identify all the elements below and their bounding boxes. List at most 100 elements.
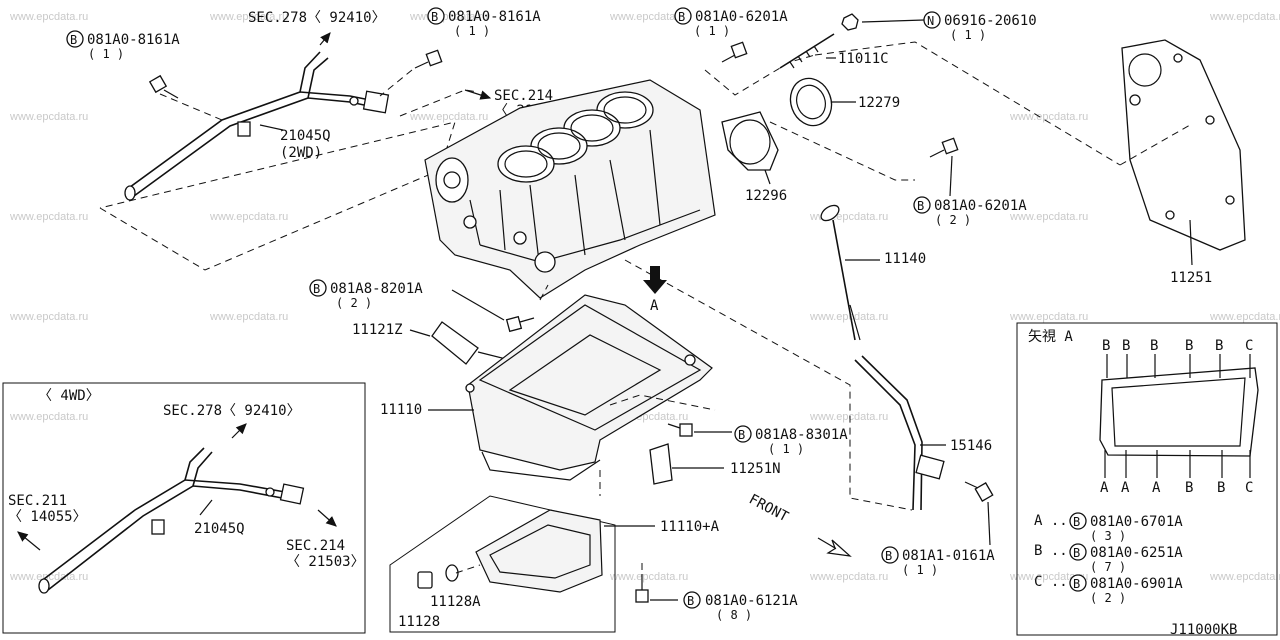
water-pipe-2wd[interactable] — [124, 51, 390, 201]
stud-11011c[interactable] — [779, 33, 835, 69]
svg-text:B: B — [1073, 577, 1080, 591]
svg-text:www.epcdata.ru: www.epcdata.ru — [1209, 11, 1280, 23]
svg-text:081A8-8301A: 081A8-8301A — [755, 427, 848, 443]
oil-pan-upper-11110[interactable] — [465, 294, 713, 481]
part-11251n-label: 11251N — [730, 461, 781, 477]
svg-text:www.epcdata.ru: www.epcdata.ru — [9, 11, 88, 23]
oil-strainer-11121z[interactable] — [431, 321, 511, 365]
svg-text:06916-20610: 06916-20610 — [944, 13, 1037, 29]
svg-text:081A1-0161A: 081A1-0161A — [902, 548, 995, 564]
svg-text:www.epcdata.ru: www.epcdata.ru — [809, 311, 888, 323]
svg-text:( 3 ): ( 3 ) — [1090, 529, 1126, 543]
svg-text:081A0-8161A: 081A0-8161A — [87, 32, 180, 48]
svg-text:081A0-6901A: 081A0-6901A — [1090, 576, 1183, 592]
bolt-icon — [929, 137, 959, 158]
legend-row: A ... B 081A0-6701A ( 3 ) — [1034, 512, 1183, 543]
bolt-icon — [505, 315, 535, 333]
svg-text:www.epcdata.ru: www.epcdata.ru — [209, 211, 288, 223]
part-21045q-note: (2WD) — [280, 145, 322, 161]
svg-text:B: B — [431, 10, 438, 24]
svg-text:B: B — [885, 549, 892, 563]
view-a-marker: B — [1185, 338, 1193, 354]
view-a-marker: B — [1122, 338, 1130, 354]
svg-text:www.epcdata.ru: www.epcdata.ru — [9, 311, 88, 323]
svg-text:www.epcdata.ru: www.epcdata.ru — [609, 571, 688, 583]
legend-row: B ... B 081A0-6251A ( 7 ) — [1034, 543, 1183, 574]
sec278-label: SEC.278〈 92410〉 — [248, 10, 386, 26]
part-11128a-label: 11128A — [430, 594, 481, 610]
svg-text:( 2 ): ( 2 ) — [336, 296, 372, 310]
svg-text:081A0-6201A: 081A0-6201A — [695, 9, 788, 25]
svg-text:www.epcdata.ru: www.epcdata.ru — [1009, 211, 1088, 223]
svg-text:( 1 ): ( 1 ) — [950, 28, 986, 42]
view-a-marker: A — [1100, 480, 1109, 496]
svg-text:C ...: C ... — [1034, 574, 1076, 590]
svg-text:B: B — [70, 33, 77, 47]
part-11011c-label: 11011C — [838, 51, 889, 67]
sec214-label: SEC.214 — [494, 88, 553, 104]
bolt-callout-6201-right: B 081A0-6201A ( 2 ) — [913, 196, 1027, 227]
view-a-marker: A — [1121, 480, 1130, 496]
part-11121z-label: 11121Z — [352, 322, 403, 338]
legend-row: C ... B 081A0-6901A ( 2 ) — [1034, 574, 1183, 605]
part-11110-label: 11110 — [380, 402, 422, 418]
part-11128-label: 11128 — [398, 614, 440, 630]
inset-sec211-code: 〈 14055〉 — [8, 509, 87, 525]
rear-plate-11251[interactable] — [1121, 39, 1246, 251]
cover-11251n[interactable] — [649, 443, 673, 485]
oil-pan-lower-11110a[interactable] — [475, 509, 603, 593]
svg-text:( 1 ): ( 1 ) — [88, 47, 124, 61]
inset-sec214-label: SEC.214 — [286, 538, 345, 554]
bolt-icon — [414, 49, 443, 69]
svg-text:www.epcdata.ru: www.epcdata.ru — [9, 411, 88, 423]
bolt-callout-6121: B 081A0-6121A ( 8 ) — [683, 591, 798, 622]
svg-text:B: B — [738, 428, 745, 442]
bolt-callout-mid: B 081A0-8161A ( 1 ) — [427, 7, 541, 38]
diagram-id: J11000KB — [1170, 622, 1237, 638]
svg-text:( 1 ): ( 1 ) — [768, 442, 804, 456]
seal-retainer-12296[interactable] — [721, 111, 779, 171]
svg-text:www.epcdata.ru: www.epcdata.ru — [809, 571, 888, 583]
svg-text:B: B — [1073, 515, 1080, 529]
view-a-marker: A — [1152, 480, 1161, 496]
bolt-callout-8201: B 081A8-8201A ( 2 ) — [309, 279, 423, 310]
svg-text:www.epcdata.ru: www.epcdata.ru — [1209, 311, 1280, 323]
inset-sec214-code: 〈 21503〉 — [286, 554, 365, 570]
water-pipe-4wd[interactable] — [38, 447, 305, 594]
svg-text:081A0-6251A: 081A0-6251A — [1090, 545, 1183, 561]
svg-text:081A0-6201A: 081A0-6201A — [934, 198, 1027, 214]
part-15146-label: 15146 — [950, 438, 992, 454]
lower-pan-frame — [389, 495, 616, 633]
bolt-icon — [721, 41, 748, 63]
svg-text:( 1 ): ( 1 ) — [902, 563, 938, 577]
oil-seal-12279[interactable] — [784, 73, 838, 132]
view-arrow-a: A — [643, 266, 667, 314]
view-a-title: 矢視 A — [1028, 329, 1073, 345]
svg-text:www.epcdata.ru: www.epcdata.ru — [609, 11, 688, 23]
svg-text:www.epcdata.ru: www.epcdata.ru — [1009, 571, 1088, 583]
view-a-panel — [1016, 322, 1278, 636]
bolt-icon — [635, 574, 649, 603]
svg-text:( 8 ): ( 8 ) — [716, 608, 752, 622]
bolt-icon — [667, 423, 693, 437]
view-a-marker: B — [1185, 480, 1193, 496]
svg-text:A ...: A ... — [1034, 513, 1076, 529]
bolt-callout-left: B 081A0-8161A ( 1 ) — [66, 30, 180, 61]
svg-text:www.epcdata.ru: www.epcdata.ru — [1009, 311, 1088, 323]
svg-text:B: B — [917, 199, 924, 213]
svg-text:B: B — [678, 10, 685, 24]
drain-plug-icon — [417, 571, 433, 589]
svg-text:B ...: B ... — [1034, 543, 1076, 559]
cylinder-block[interactable] — [424, 79, 716, 299]
dipstick-11140[interactable] — [818, 202, 861, 341]
guide-tube-15146[interactable] — [854, 355, 945, 511]
view-a-marker: B — [1217, 480, 1225, 496]
svg-text:www.epcdata.ru: www.epcdata.ru — [809, 411, 888, 423]
bolt-callout-6201-top: B 081A0-6201A ( 1 ) — [674, 7, 788, 38]
svg-text:081A0-6121A: 081A0-6121A — [705, 593, 798, 609]
nut-icon — [841, 13, 859, 31]
view-a-marker: B — [1215, 338, 1223, 354]
